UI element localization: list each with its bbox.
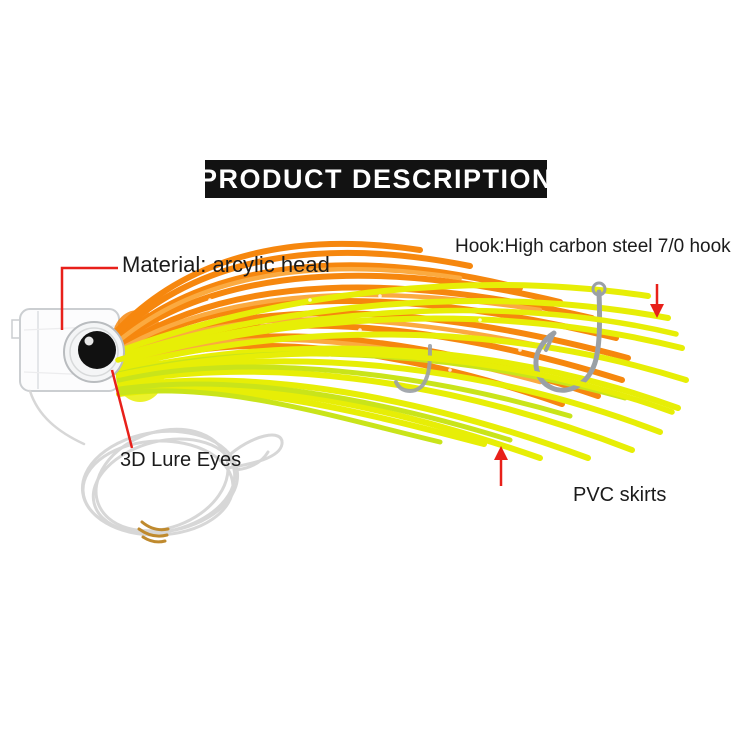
annotation-arrowheads [494,304,664,460]
label-eyes: 3D Lure Eyes [120,449,242,471]
banner: PRODUCT DESCRIPTION [199,160,552,198]
material-callout-line [60,266,118,330]
label-hook: Hook:High carbon steel 7/0 hook [455,236,731,257]
skirt-front-strands [115,307,679,415]
label-skirts: PVC skirts [573,484,667,506]
leader-line [28,389,284,537]
thread-wrap [137,520,170,544]
annotation-lines [60,266,659,486]
hook-arrowhead [650,304,664,318]
lure-eye [63,321,125,383]
skirts-arrowhead [494,446,508,460]
label-material: Material: arcylic head [122,252,330,277]
eyes-callout-line [110,369,134,449]
banner-title: PRODUCT DESCRIPTION [198,163,554,194]
